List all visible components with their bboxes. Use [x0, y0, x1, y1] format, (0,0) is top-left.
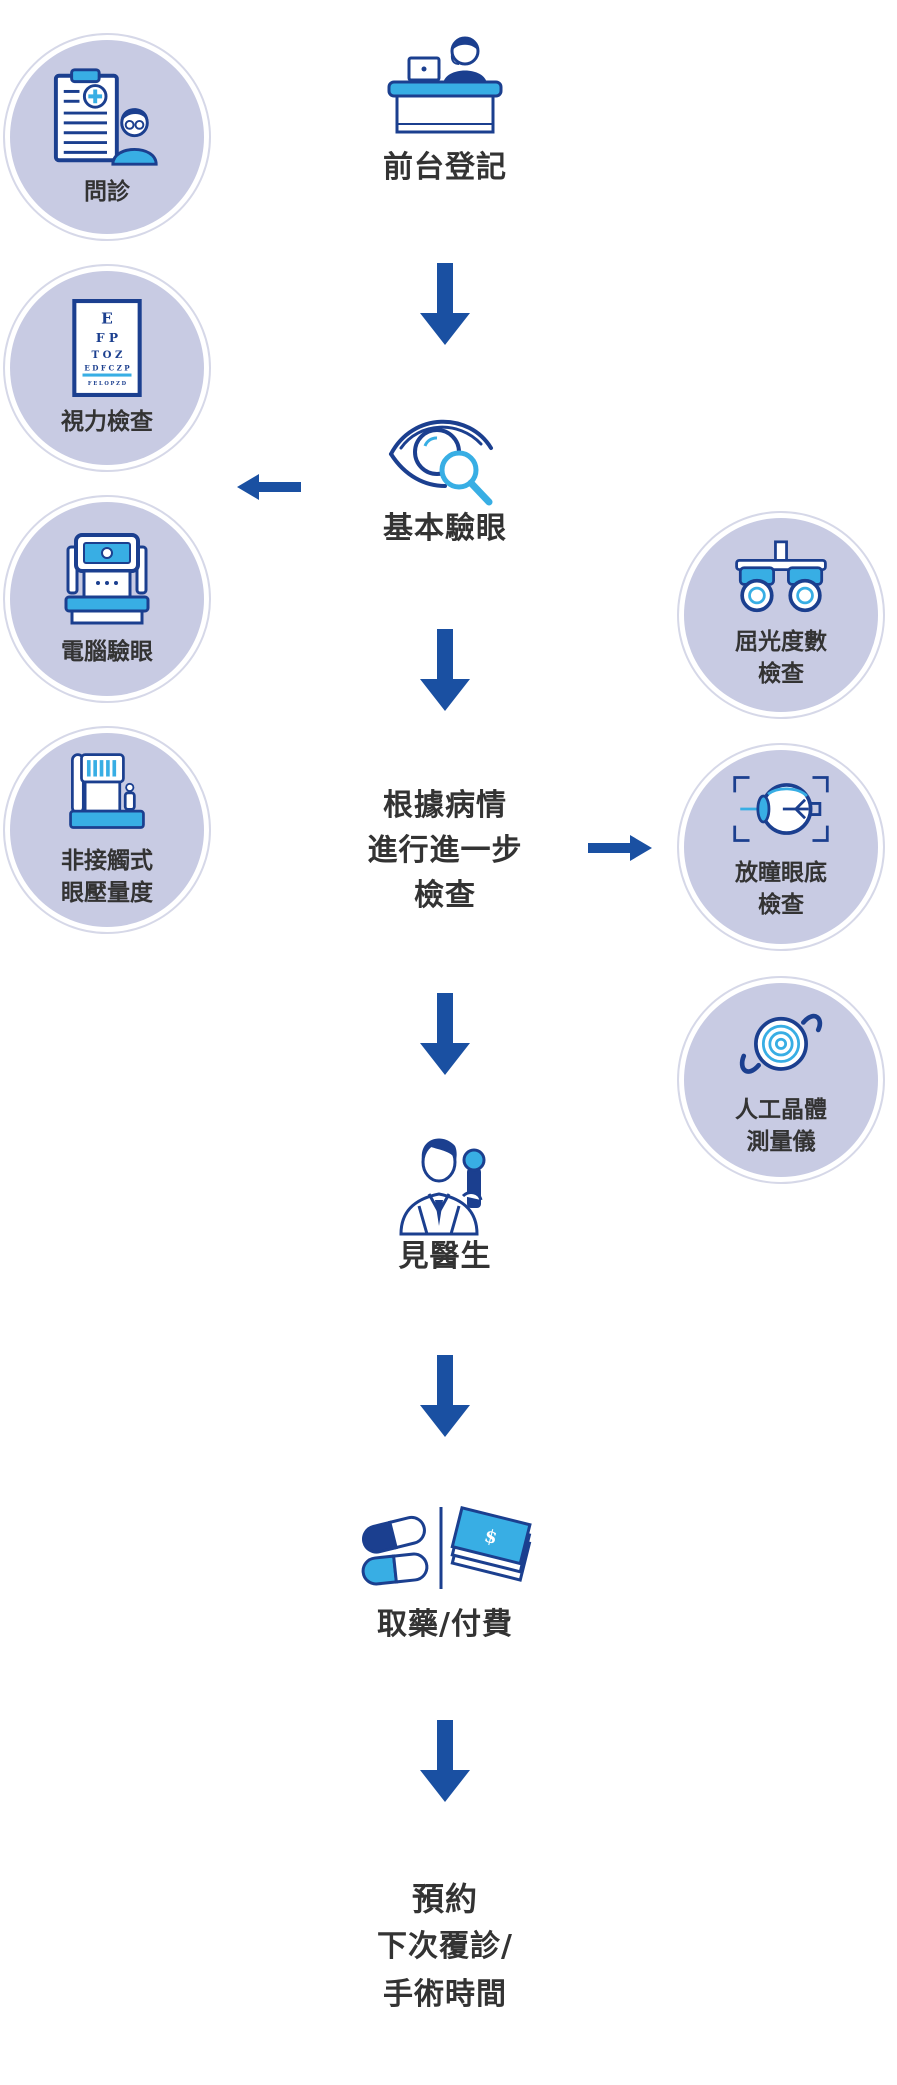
- eye-magnifier-icon: [389, 419, 493, 506]
- exam-circle-refraction: 屈光度數 檢查: [677, 511, 885, 719]
- exam-circle-consultation: 問診: [3, 33, 211, 241]
- eye-chart-row: T O Z: [92, 349, 124, 361]
- further-exam-line: 進行進一步: [367, 833, 523, 868]
- exam-circle-tonometry: 非接觸式 眼壓量度: [3, 726, 211, 934]
- lens-biometer-icon: [739, 1013, 823, 1074]
- exam-label: 屈光度數 檢查: [735, 626, 827, 690]
- down-arrow: [420, 1355, 470, 1437]
- autorefractor-icon: [64, 533, 150, 625]
- down-arrow: [420, 263, 470, 345]
- exam-circle-dilated-fundus: 放瞳眼底 檢查: [677, 743, 885, 951]
- phoropter-icon: [735, 540, 827, 613]
- exam-label-line: 放瞳眼底: [735, 860, 827, 886]
- exam-label: 非接觸式 眼壓量度: [61, 845, 153, 909]
- eye-chart-row: E D F C Z P: [84, 363, 130, 372]
- step-basic-exam-label: 基本驗眼: [383, 511, 507, 546]
- step-medicine-payment-label: 取藥/付費: [377, 1607, 513, 1642]
- exam-label-line: 檢查: [758, 661, 804, 687]
- down-arrow: [420, 629, 470, 711]
- dollar-sign: $: [482, 1525, 499, 1548]
- exam-label: 電腦驗眼: [61, 637, 153, 667]
- clipboard-patient-icon: [53, 68, 158, 166]
- right-arrow: [588, 835, 652, 861]
- exam-label-line: 屈光度數: [735, 629, 827, 655]
- further-exam-line: 根據病情: [383, 788, 507, 823]
- exam-label-line: 視力檢查: [61, 409, 153, 435]
- down-arrow: [420, 993, 470, 1075]
- step-see-doctor-label: 見醫生: [398, 1239, 492, 1274]
- exam-label-line: 檢查: [758, 892, 804, 918]
- down-arrow: [420, 1720, 470, 1802]
- exam-label-line: 電腦驗眼: [61, 639, 153, 665]
- exam-label-line: 測量儀: [746, 1129, 816, 1155]
- exam-label: 人工晶體 測量儀: [735, 1094, 827, 1158]
- exam-label: 視力檢查: [61, 407, 153, 437]
- fundus-eye-icon: [733, 776, 829, 842]
- exam-circle-visual-acuity: E F P T O Z E D F C Z P F E L O P Z D 視力…: [3, 264, 211, 472]
- eye-chart-icon: E F P T O Z E D F C Z P F E L O P Z D: [72, 299, 142, 397]
- eye-chart-row: E: [101, 310, 113, 328]
- step-reception-label: 前台登記: [383, 150, 507, 185]
- exam-label: 問診: [84, 177, 130, 207]
- left-arrow: [237, 474, 301, 500]
- exam-circle-iol-biometry: 人工晶體 測量儀: [677, 976, 885, 1184]
- tonometer-icon: [69, 753, 145, 829]
- step-appointment-text: 預約 下次覆診/ 手術時間: [245, 1875, 645, 2019]
- eye-chart-row: F E L O P Z D: [88, 381, 127, 387]
- exam-label-line: 非接觸式: [61, 848, 153, 874]
- exam-label: 放瞳眼底 檢查: [735, 857, 827, 921]
- appointment-line: 預約: [411, 1880, 478, 1918]
- exam-label-line: 眼壓量度: [61, 880, 153, 906]
- exam-circle-autorefraction: 電腦驗眼: [3, 495, 211, 703]
- exam-label-line: 人工晶體: [735, 1097, 827, 1123]
- doctor-icon: [399, 1138, 486, 1236]
- appointment-line: 下次覆診/: [377, 1929, 513, 1964]
- appointment-line: 手術時間: [383, 1977, 507, 2012]
- further-exam-line: 檢查: [414, 878, 476, 913]
- exam-label-line: 問診: [84, 179, 130, 205]
- eye-chart-row: F P: [96, 330, 118, 345]
- pills-money-icon: $: [361, 1505, 532, 1589]
- reception-desk-icon: [387, 36, 503, 134]
- step-further-exam-text: 根據病情 進行進一步 檢查: [245, 783, 645, 918]
